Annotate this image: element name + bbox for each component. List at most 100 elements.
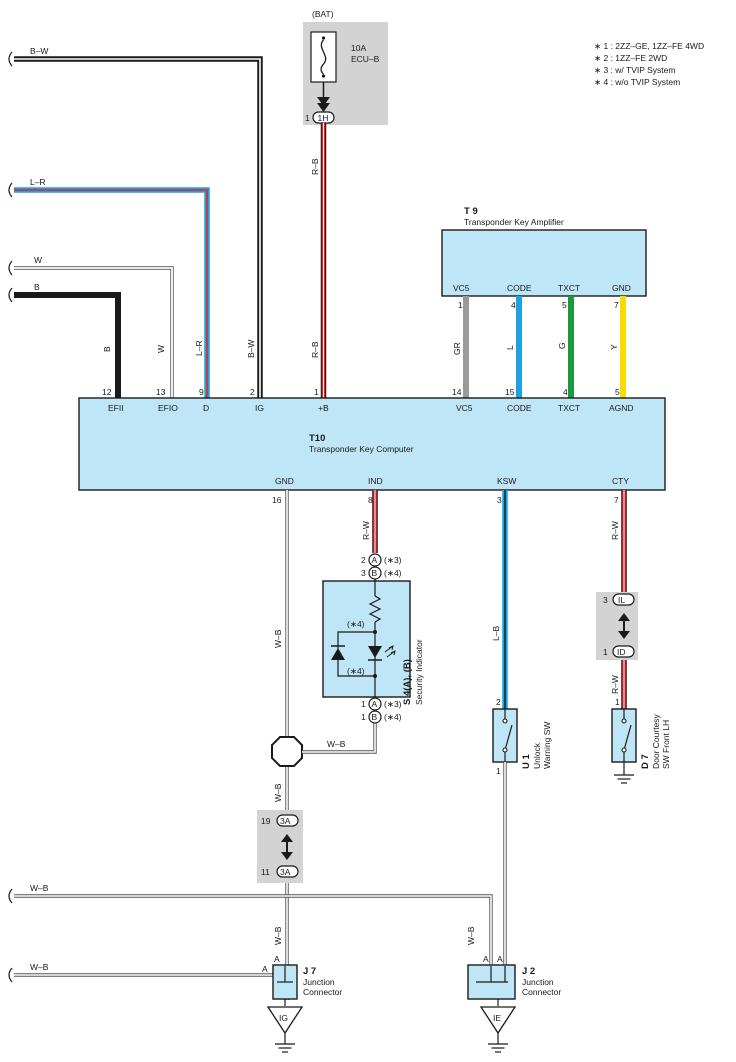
svg-text:3: 3 [603, 595, 608, 605]
svg-text:L–B: L–B [491, 626, 501, 641]
svg-text:W–B: W–B [327, 739, 346, 749]
svg-text:(∗4): (∗4) [384, 712, 402, 722]
svg-text:R–W: R–W [610, 521, 620, 540]
svg-text:Door Courtesy: Door Courtesy [651, 713, 661, 769]
svg-text:TXCT: TXCT [558, 283, 580, 293]
s4-name: Security Indicator [414, 639, 424, 705]
note-4: ∗ 4 : w/o TVIP System [594, 77, 680, 87]
svg-text:7: 7 [614, 300, 619, 310]
svg-text:W–B: W–B [466, 926, 476, 945]
junction-connector-j7: A A J 7 Junction Connector IG [262, 954, 342, 1053]
diode-icon [331, 648, 345, 660]
svg-text:SW Front LH: SW Front LH [661, 720, 671, 769]
led-icon [368, 646, 382, 658]
svg-text:+B: +B [318, 403, 329, 413]
svg-text:3: 3 [497, 495, 502, 505]
transponder-key-computer: T10 Transponder Key Computer 12 13 9 2 1… [78, 387, 666, 505]
door-courtesy-switch: 1 D 7 Door Courtesy SW Front LH [611, 697, 671, 784]
unlock-warning-switch: 2 1 U 1 Unlock Warning SW [492, 697, 552, 776]
t10-id: T10 [309, 433, 325, 444]
wire-b: B B [14, 282, 121, 398]
svg-text:A: A [274, 954, 280, 964]
resistor-icon [368, 595, 382, 623]
svg-text:R–W: R–W [610, 675, 620, 694]
t10-name: Transponder Key Computer [309, 444, 414, 454]
wire-w-b-lower: W–B W–B W–B [14, 762, 507, 985]
svg-text:8: 8 [368, 495, 373, 505]
svg-text:14: 14 [452, 387, 462, 397]
svg-text:B: B [372, 712, 378, 722]
svg-text:W–B: W–B [273, 783, 283, 802]
connector-3a: 3A 19 3A 11 [257, 810, 303, 883]
svg-text:IE: IE [493, 1013, 501, 1023]
svg-text:1: 1 [314, 387, 319, 397]
svg-text:3A: 3A [280, 867, 291, 877]
d7-id: D 7 [640, 754, 651, 769]
arrow-down-icon [281, 852, 293, 860]
wire-gnd-w-b: W–B W–B W–B W–B [271, 490, 377, 1000]
fuse-name: ECU–B [351, 54, 380, 64]
svg-text:CTY: CTY [612, 476, 629, 486]
wire-break-symbols [8, 51, 13, 983]
svg-text:Connector: Connector [303, 987, 342, 997]
svg-text:ID: ID [617, 647, 626, 657]
bat-label: (BAT) [312, 9, 334, 19]
svg-text:B: B [102, 346, 112, 352]
svg-text:(∗4): (∗4) [384, 568, 402, 578]
ground-point-ie [479, 1006, 517, 1035]
wire-b-w: B–W B–W [14, 46, 263, 398]
ground-icon [275, 1043, 295, 1053]
j2-id: J 2 [522, 966, 535, 977]
splice-point [271, 736, 303, 767]
svg-text:W–B: W–B [273, 926, 283, 945]
svg-text:L–R: L–R [194, 340, 204, 356]
svg-text:IG: IG [279, 1013, 288, 1023]
svg-text:CODE: CODE [507, 283, 532, 293]
svg-text:EFIO: EFIO [158, 403, 178, 413]
svg-text:2: 2 [496, 697, 501, 707]
svg-text:L: L [505, 345, 515, 350]
note-2: ∗ 2 : 1ZZ–FE 2WD [594, 53, 667, 63]
t9-name: Transponder Key Amplifier [464, 217, 564, 227]
note-1: ∗ 1 : 2ZZ–GE, 1ZZ–FE 4WD [594, 41, 704, 51]
svg-text:R–B: R–B [310, 158, 320, 175]
fuse-ecu-b: (BAT) 10A ECU–B 1H 1 [303, 9, 388, 125]
svg-text:VC5: VC5 [453, 283, 470, 293]
svg-text:KSW: KSW [497, 476, 516, 486]
svg-text:W–B: W–B [30, 962, 49, 972]
svg-text:4: 4 [511, 300, 516, 310]
svg-text:W–B: W–B [273, 629, 283, 648]
switch-icon [504, 724, 513, 751]
amplifier-wires: GR L G Y [452, 296, 626, 398]
security-indicator: A 2 (∗3) B 3 (∗4) (∗4) (∗4) S 4(A), (B) … [322, 553, 424, 724]
svg-text:Junction: Junction [522, 977, 554, 987]
svg-text:(∗3): (∗3) [384, 555, 402, 565]
svg-text:GR: GR [452, 342, 462, 355]
svg-text:(∗4): (∗4) [347, 619, 365, 629]
variant-notes: ∗ 1 : 2ZZ–GE, 1ZZ–FE 4WD ∗ 2 : 1ZZ–FE 2W… [594, 41, 704, 87]
svg-text:W: W [34, 255, 42, 265]
svg-text:Y: Y [609, 344, 619, 350]
arrow-down-icon [618, 631, 630, 639]
svg-text:B–W: B–W [246, 340, 256, 358]
transponder-key-amplifier: T 9 Transponder Key Amplifier VC5 CODE T… [441, 206, 647, 310]
svg-text:3A: 3A [280, 816, 291, 826]
arrow-down-icon [317, 97, 330, 106]
svg-text:1: 1 [615, 697, 620, 707]
svg-text:1: 1 [361, 699, 366, 709]
svg-text:1H: 1H [318, 113, 329, 123]
wire-cty-r-w: R–W R–W [610, 490, 627, 709]
u1-id: U 1 [521, 754, 532, 770]
connector-il-id: IL 3 ID 1 [596, 592, 638, 660]
svg-text:TXCT: TXCT [558, 403, 580, 413]
svg-text:B: B [34, 282, 40, 292]
svg-text:11: 11 [261, 867, 270, 877]
svg-text:Junction: Junction [303, 977, 335, 987]
svg-text:L–R: L–R [30, 177, 46, 187]
s4-id: S 4(A), (B) [402, 659, 413, 705]
svg-text:1: 1 [361, 712, 366, 722]
svg-text:A: A [262, 964, 268, 974]
j7-id: J 7 [303, 966, 316, 977]
svg-text:A: A [497, 954, 503, 964]
